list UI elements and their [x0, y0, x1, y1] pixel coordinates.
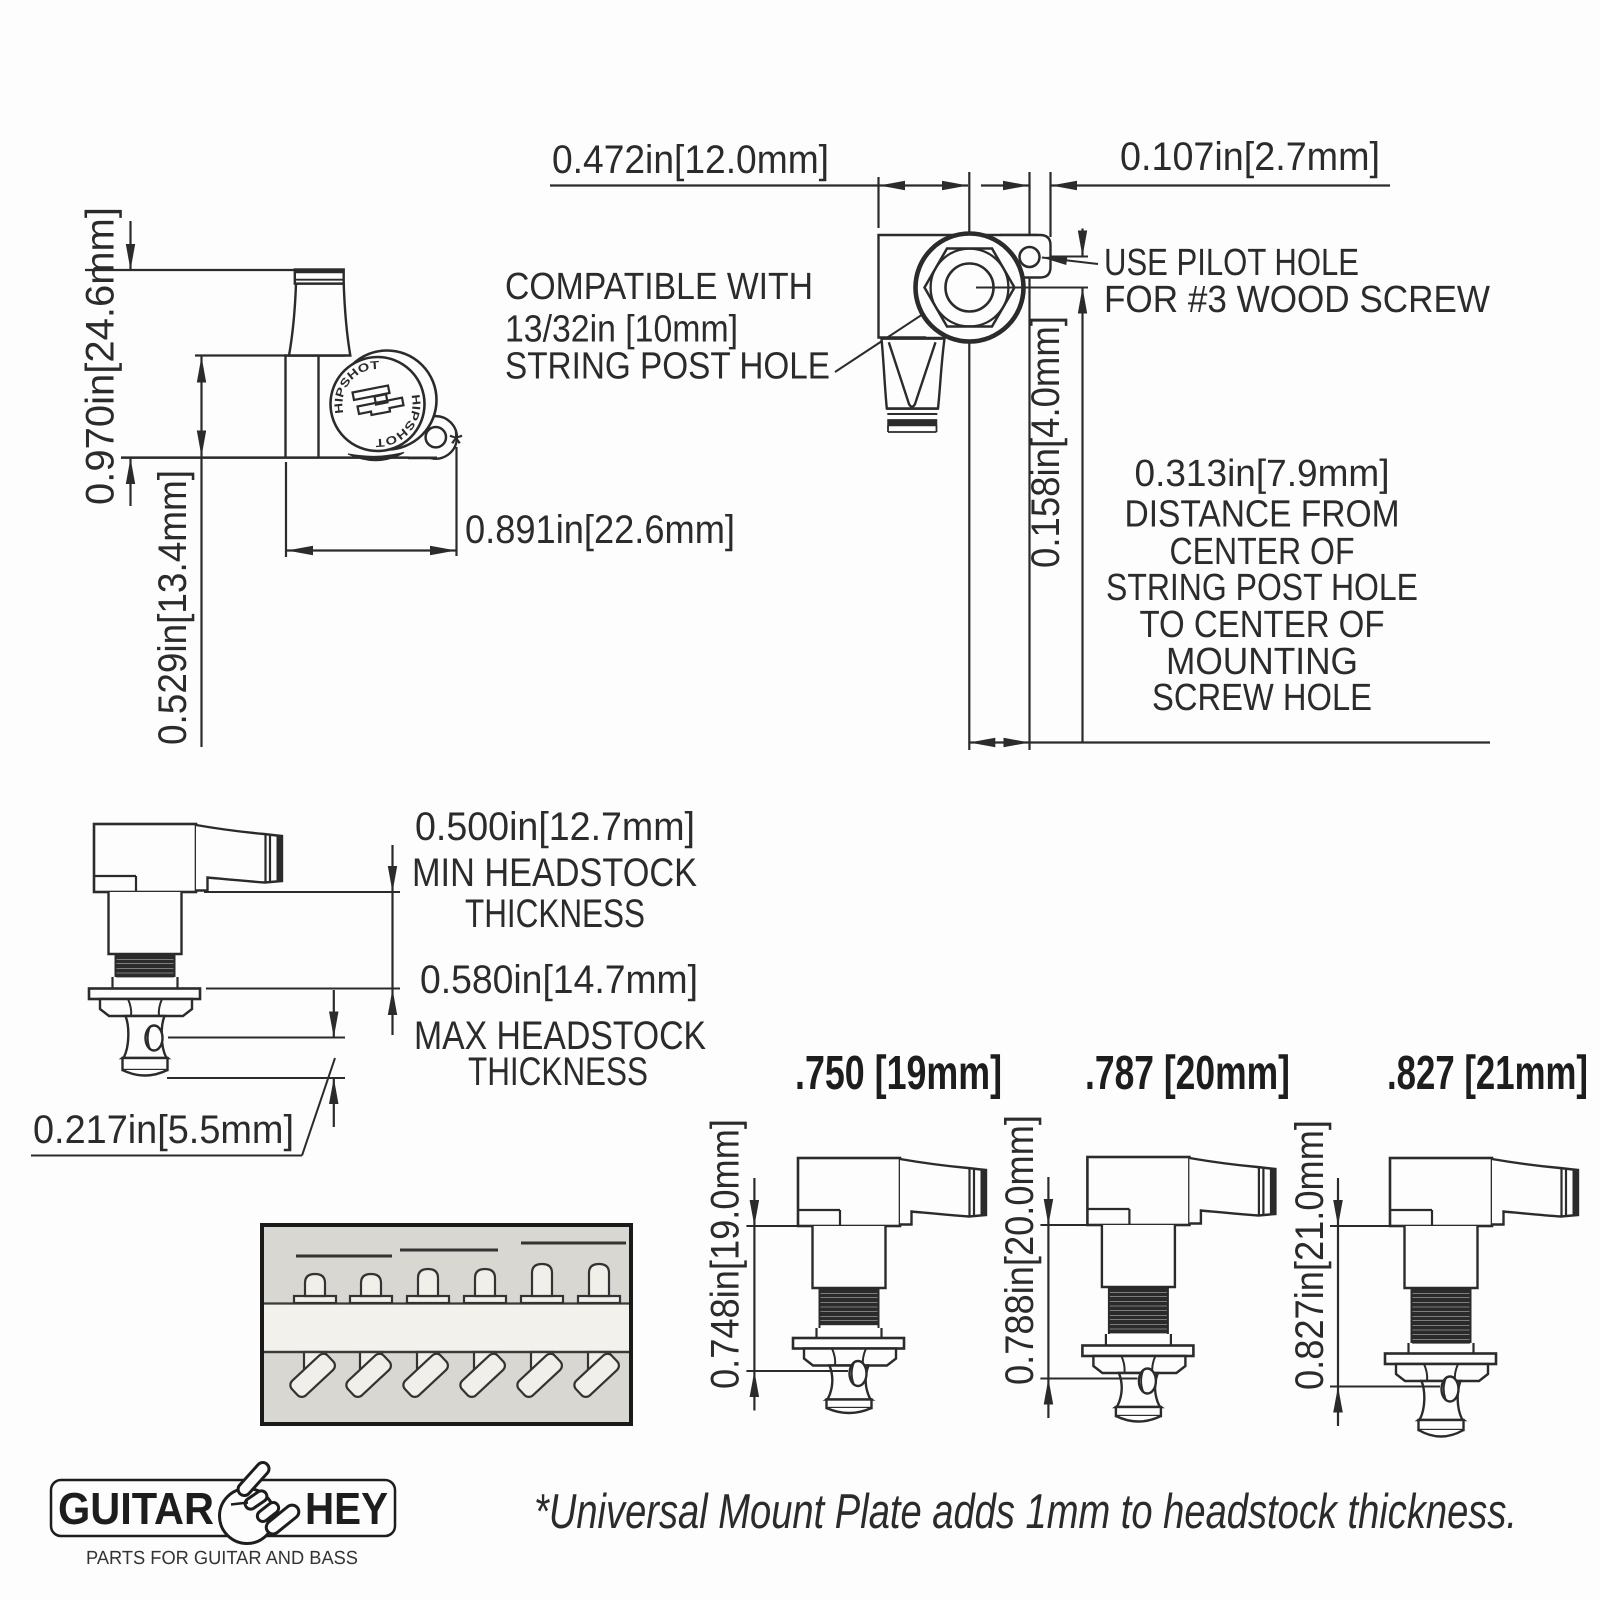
svg-text:SCREW HOLE: SCREW HOLE [1152, 677, 1372, 719]
svg-text:13/32in [10mm]: 13/32in [10mm] [505, 309, 738, 351]
svg-text:MOUNTING: MOUNTING [1166, 641, 1358, 683]
svg-text:DISTANCE FROM: DISTANCE FROM [1125, 494, 1400, 536]
svg-text:0.217in[5.5mm]: 0.217in[5.5mm] [33, 1108, 294, 1152]
svg-text:THICKNESS: THICKNESS [468, 1050, 648, 1094]
svg-text:0.827in[21.0mm]: 0.827in[21.0mm] [1288, 1120, 1332, 1390]
svg-text:.750 [19mm]: .750 [19mm] [795, 1047, 1002, 1100]
svg-text:0.788in[20.0mm]: 0.788in[20.0mm] [998, 1115, 1042, 1385]
svg-text:STRING POST HOLE: STRING POST HOLE [505, 346, 830, 388]
svg-text:TO CENTER OF: TO CENTER OF [1140, 604, 1385, 646]
svg-text:0.970in[24.6mm]: 0.970in[24.6mm] [79, 207, 123, 505]
svg-text:.827 [21mm]: .827 [21mm] [1387, 1047, 1588, 1100]
svg-text:0.500in[12.7mm]: 0.500in[12.7mm] [415, 805, 695, 849]
svg-text:0.748in[19.0mm]: 0.748in[19.0mm] [704, 1119, 748, 1389]
svg-text:0.158in[4.0mm]: 0.158in[4.0mm] [1024, 316, 1068, 568]
svg-text:CENTER OF: CENTER OF [1170, 531, 1355, 573]
svg-text:0.529in[13.4mm]: 0.529in[13.4mm] [151, 470, 195, 745]
svg-text:*Universal Mount Plate adds 1m: *Universal Mount Plate adds 1mm to heads… [534, 1485, 1517, 1539]
svg-text:PARTS FOR GUITAR AND BASS: PARTS FOR GUITAR AND BASS [86, 1548, 358, 1569]
svg-text:COMPATIBLE WITH: COMPATIBLE WITH [505, 266, 813, 308]
svg-text:GUITAR: GUITAR [58, 1483, 214, 1534]
svg-text:HEY: HEY [305, 1483, 388, 1534]
svg-text:0.313in[7.9mm]: 0.313in[7.9mm] [1135, 453, 1390, 495]
svg-text:*: * [449, 423, 463, 464]
svg-text:MIN HEADSTOCK: MIN HEADSTOCK [412, 851, 697, 895]
svg-text:FOR #3 WOOD SCREW: FOR #3 WOOD SCREW [1104, 279, 1490, 321]
svg-text:.787 [20mm]: .787 [20mm] [1085, 1047, 1290, 1100]
svg-text:0.472in[12.0mm]: 0.472in[12.0mm] [552, 138, 829, 182]
svg-text:0.107in[2.7mm]: 0.107in[2.7mm] [1120, 135, 1380, 179]
svg-text:STRING POST HOLE: STRING POST HOLE [1106, 567, 1418, 609]
svg-text:0.580in[14.7mm]: 0.580in[14.7mm] [420, 958, 698, 1002]
svg-text:USE PILOT HOLE: USE PILOT HOLE [1104, 242, 1359, 284]
svg-text:0.891in[22.6mm]: 0.891in[22.6mm] [465, 508, 735, 552]
svg-text:MAX HEADSTOCK: MAX HEADSTOCK [414, 1014, 706, 1058]
svg-text:THICKNESS: THICKNESS [465, 892, 645, 936]
